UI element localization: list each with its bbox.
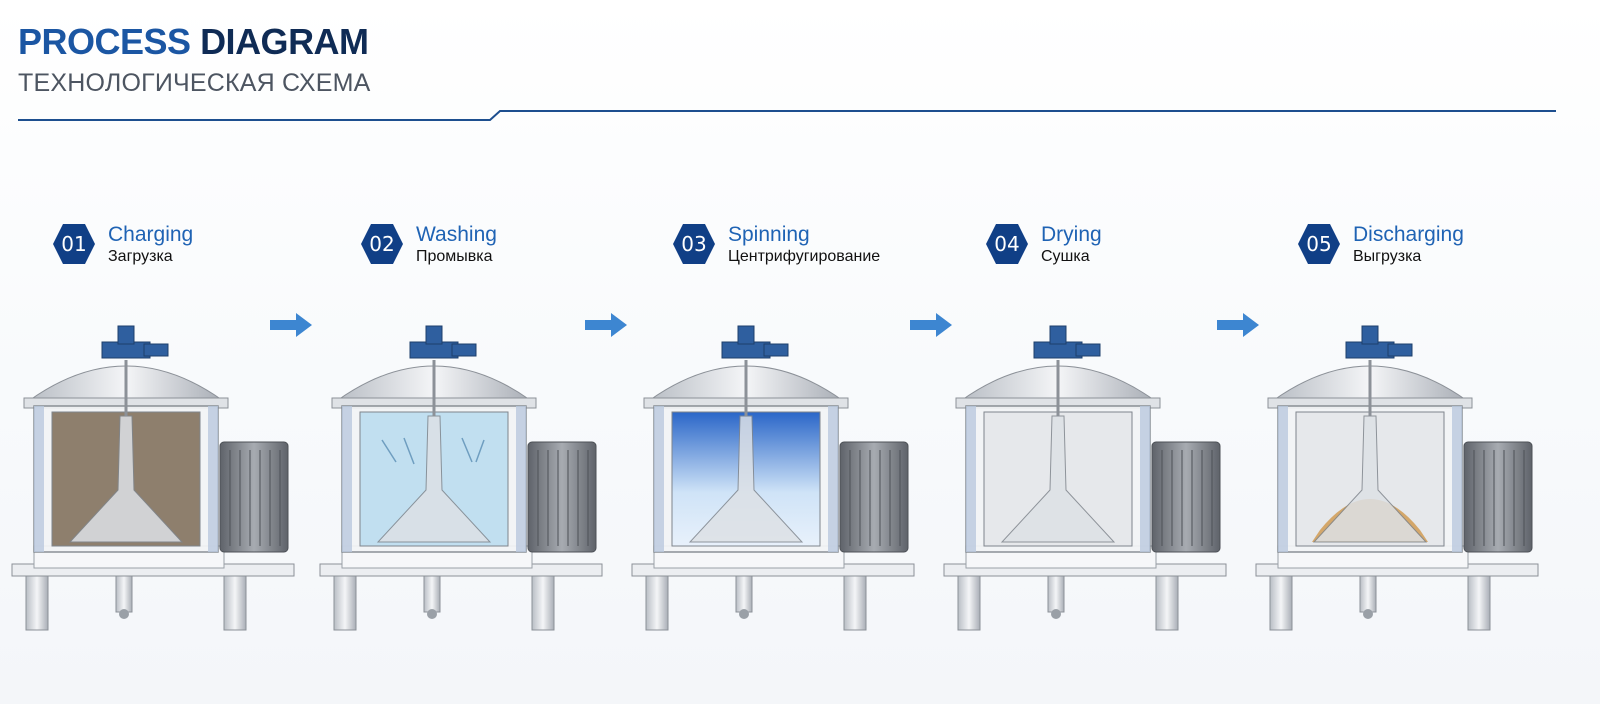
step-number: 01 — [61, 232, 87, 256]
arrow-right-icon — [585, 313, 627, 337]
arrow-right-icon — [1217, 313, 1259, 337]
title-part2: DIAGRAM — [200, 21, 369, 62]
hexagon-badge-icon: 04 — [985, 222, 1029, 266]
step-label-en: Washing — [416, 223, 497, 246]
page-title: PROCESS DIAGRAM — [18, 22, 369, 62]
step-number: 03 — [681, 232, 707, 256]
header-rule — [18, 110, 1556, 121]
title-part1: PROCESS — [18, 21, 191, 62]
arrow-right-icon — [270, 313, 312, 337]
centrifuge-illustration-spinning — [624, 320, 924, 640]
centrifuge-illustration-charging — [4, 320, 304, 640]
arrow-right-icon — [910, 313, 952, 337]
hexagon-badge-icon: 05 — [1297, 222, 1341, 266]
step-label-ru: Загрузка — [108, 248, 173, 265]
centrifuge-illustration-washing — [312, 320, 612, 640]
centrifuge-illustration-discharging — [1248, 320, 1548, 640]
step-label-en: Drying — [1041, 223, 1102, 246]
hexagon-badge-icon: 02 — [360, 222, 404, 266]
step-number: 04 — [994, 232, 1020, 256]
step-label-ru: Центрифугирование — [728, 248, 881, 265]
step-number: 05 — [1306, 232, 1332, 256]
step-label-ru: Промывка — [416, 248, 493, 265]
hexagon-badge-icon: 01 — [52, 222, 96, 266]
page-subtitle: ТЕХНОЛОГИЧЕСКАЯ СХЕМА — [18, 69, 371, 97]
centrifuge-illustration-drying — [936, 320, 1236, 640]
hexagon-badge-icon: 03 — [672, 222, 716, 266]
step-label-en: Charging — [108, 223, 194, 246]
step-label-ru: Выгрузка — [1353, 248, 1422, 265]
step-number: 02 — [369, 232, 395, 256]
step-label-ru: Сушка — [1041, 248, 1090, 265]
step-label-en: Discharging — [1353, 223, 1464, 246]
step-label-en: Spinning — [728, 223, 810, 246]
